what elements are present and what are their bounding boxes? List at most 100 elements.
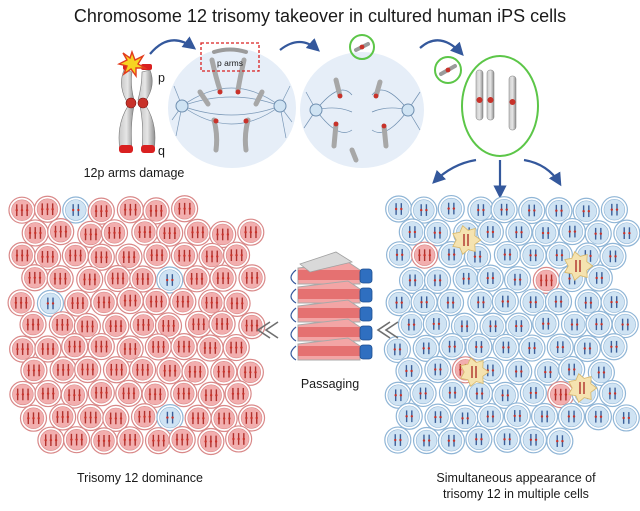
division-panel-1: p arms: [168, 42, 296, 168]
trisomy-cell: [116, 335, 144, 363]
trisomy-cell: [223, 289, 251, 317]
trisomy-cell: [237, 218, 265, 246]
label-appearance-line1: Simultaneous appearance of: [436, 471, 596, 485]
normal-cell: [491, 381, 519, 409]
trisomy-cell: [156, 357, 184, 385]
trisomy-cell: [104, 264, 132, 293]
trisomy-cell: [222, 333, 250, 362]
normal-cell: [584, 403, 613, 431]
normal-cell: [505, 357, 533, 386]
normal-cell: [385, 195, 413, 223]
trisomy-cell: [142, 287, 170, 316]
trisomy-cell: [184, 310, 213, 338]
trisomy-cell: [170, 380, 198, 408]
normal-cell: [519, 426, 548, 454]
trisomy-cell: [102, 404, 130, 433]
normal-cell: [612, 404, 640, 432]
normal-cell: [493, 240, 522, 269]
trisomy-cell: [144, 427, 173, 455]
culture-flask-stack: [290, 251, 373, 361]
normal-cell: [544, 288, 573, 316]
trisomy-dominance-colony: [7, 195, 266, 456]
trisomy-cell: [141, 380, 169, 408]
normal-cell: [599, 242, 627, 270]
normal-cell: [557, 402, 586, 431]
trisomy-cell: [47, 218, 75, 246]
normal-cell: [410, 196, 438, 224]
normal-cell: [600, 333, 628, 361]
trisomy-cell: [87, 243, 115, 271]
normal-cell: [518, 334, 546, 362]
trisomy-cell: [100, 219, 129, 247]
label-passaging: Passaging: [301, 377, 359, 391]
trisomy-cell: [116, 286, 144, 315]
normal-cell: [613, 219, 640, 247]
normal-cell: [573, 334, 601, 363]
normal-cell: [398, 266, 427, 294]
normal-cell: [436, 289, 465, 317]
trisomy-cell: [76, 265, 104, 294]
trisomy-cell: [198, 289, 226, 317]
label-appearance-line2: trisomy 12 in multiple cells: [443, 487, 589, 501]
trisomy-cell: [9, 380, 37, 409]
normal-cell: [465, 380, 494, 408]
trisomy-cell: [49, 403, 77, 431]
label-trisomy-dominance: Trisomy 12 dominance: [77, 471, 203, 485]
normal-cell: [476, 264, 504, 292]
normal-cell: [422, 310, 450, 338]
normal-cell: [545, 197, 573, 225]
normal-cell: [424, 403, 452, 431]
trisomy-cell: [19, 310, 47, 339]
normal-cell: [476, 402, 504, 431]
trisomy-cell: [183, 265, 211, 293]
trisomy-cell: [209, 264, 237, 292]
trisomy-cell: [19, 404, 48, 432]
normal-cell: [505, 312, 533, 340]
trisomy-cell: [21, 219, 49, 247]
normal-cell: [437, 240, 466, 269]
trisomy-karyotype-cell: [461, 55, 539, 157]
trisomy-cell: [61, 333, 89, 361]
normal-cell: [505, 218, 533, 246]
damage-burst-icon: [116, 49, 148, 79]
normal-cell: [465, 333, 493, 361]
normal-cell: [450, 312, 479, 340]
trisomy-cell: [181, 358, 209, 386]
normal-cell: [437, 194, 465, 223]
normal-cell: [476, 218, 504, 246]
normal-cell: [598, 379, 627, 408]
normal-cell: [423, 219, 451, 247]
normal-cell: [503, 266, 532, 294]
normal-cell: [519, 379, 547, 407]
trisomy-cell: [171, 195, 199, 223]
normal-cell: [467, 288, 495, 316]
trisomy-cell: [90, 288, 118, 317]
normal-cell: [395, 402, 423, 430]
normal-cell: [572, 197, 600, 225]
highlight-ring-1: [349, 34, 375, 60]
trisomy-cell: [8, 241, 36, 270]
trisomy-cell: [77, 403, 105, 432]
normal-cell: [467, 196, 495, 224]
label-q-arm: q: [158, 144, 165, 158]
trisomy-cell: [236, 358, 264, 386]
trisomy-cell: [142, 197, 170, 225]
normal-cell: [156, 404, 184, 432]
trisomy-cell: [198, 242, 226, 271]
normal-cell: [519, 241, 547, 269]
flow-arrows-top: [149, 36, 562, 199]
trisomy-cell: [129, 265, 157, 293]
trisomy-cell: [143, 241, 171, 269]
normal-cell: [585, 310, 613, 338]
trisomy-cell: [532, 266, 560, 294]
trisomy-cell: [209, 220, 237, 249]
normal-cell: [587, 358, 615, 387]
normal-cell: [493, 425, 521, 453]
normal-cell: [532, 219, 560, 247]
normal-cell: [438, 379, 467, 407]
trisomy-cell: [74, 355, 102, 384]
normal-cell: [600, 288, 628, 316]
trisomy-cell: [170, 333, 198, 361]
trisomy-cell: [224, 380, 252, 408]
trisomy-cell: [115, 379, 143, 408]
